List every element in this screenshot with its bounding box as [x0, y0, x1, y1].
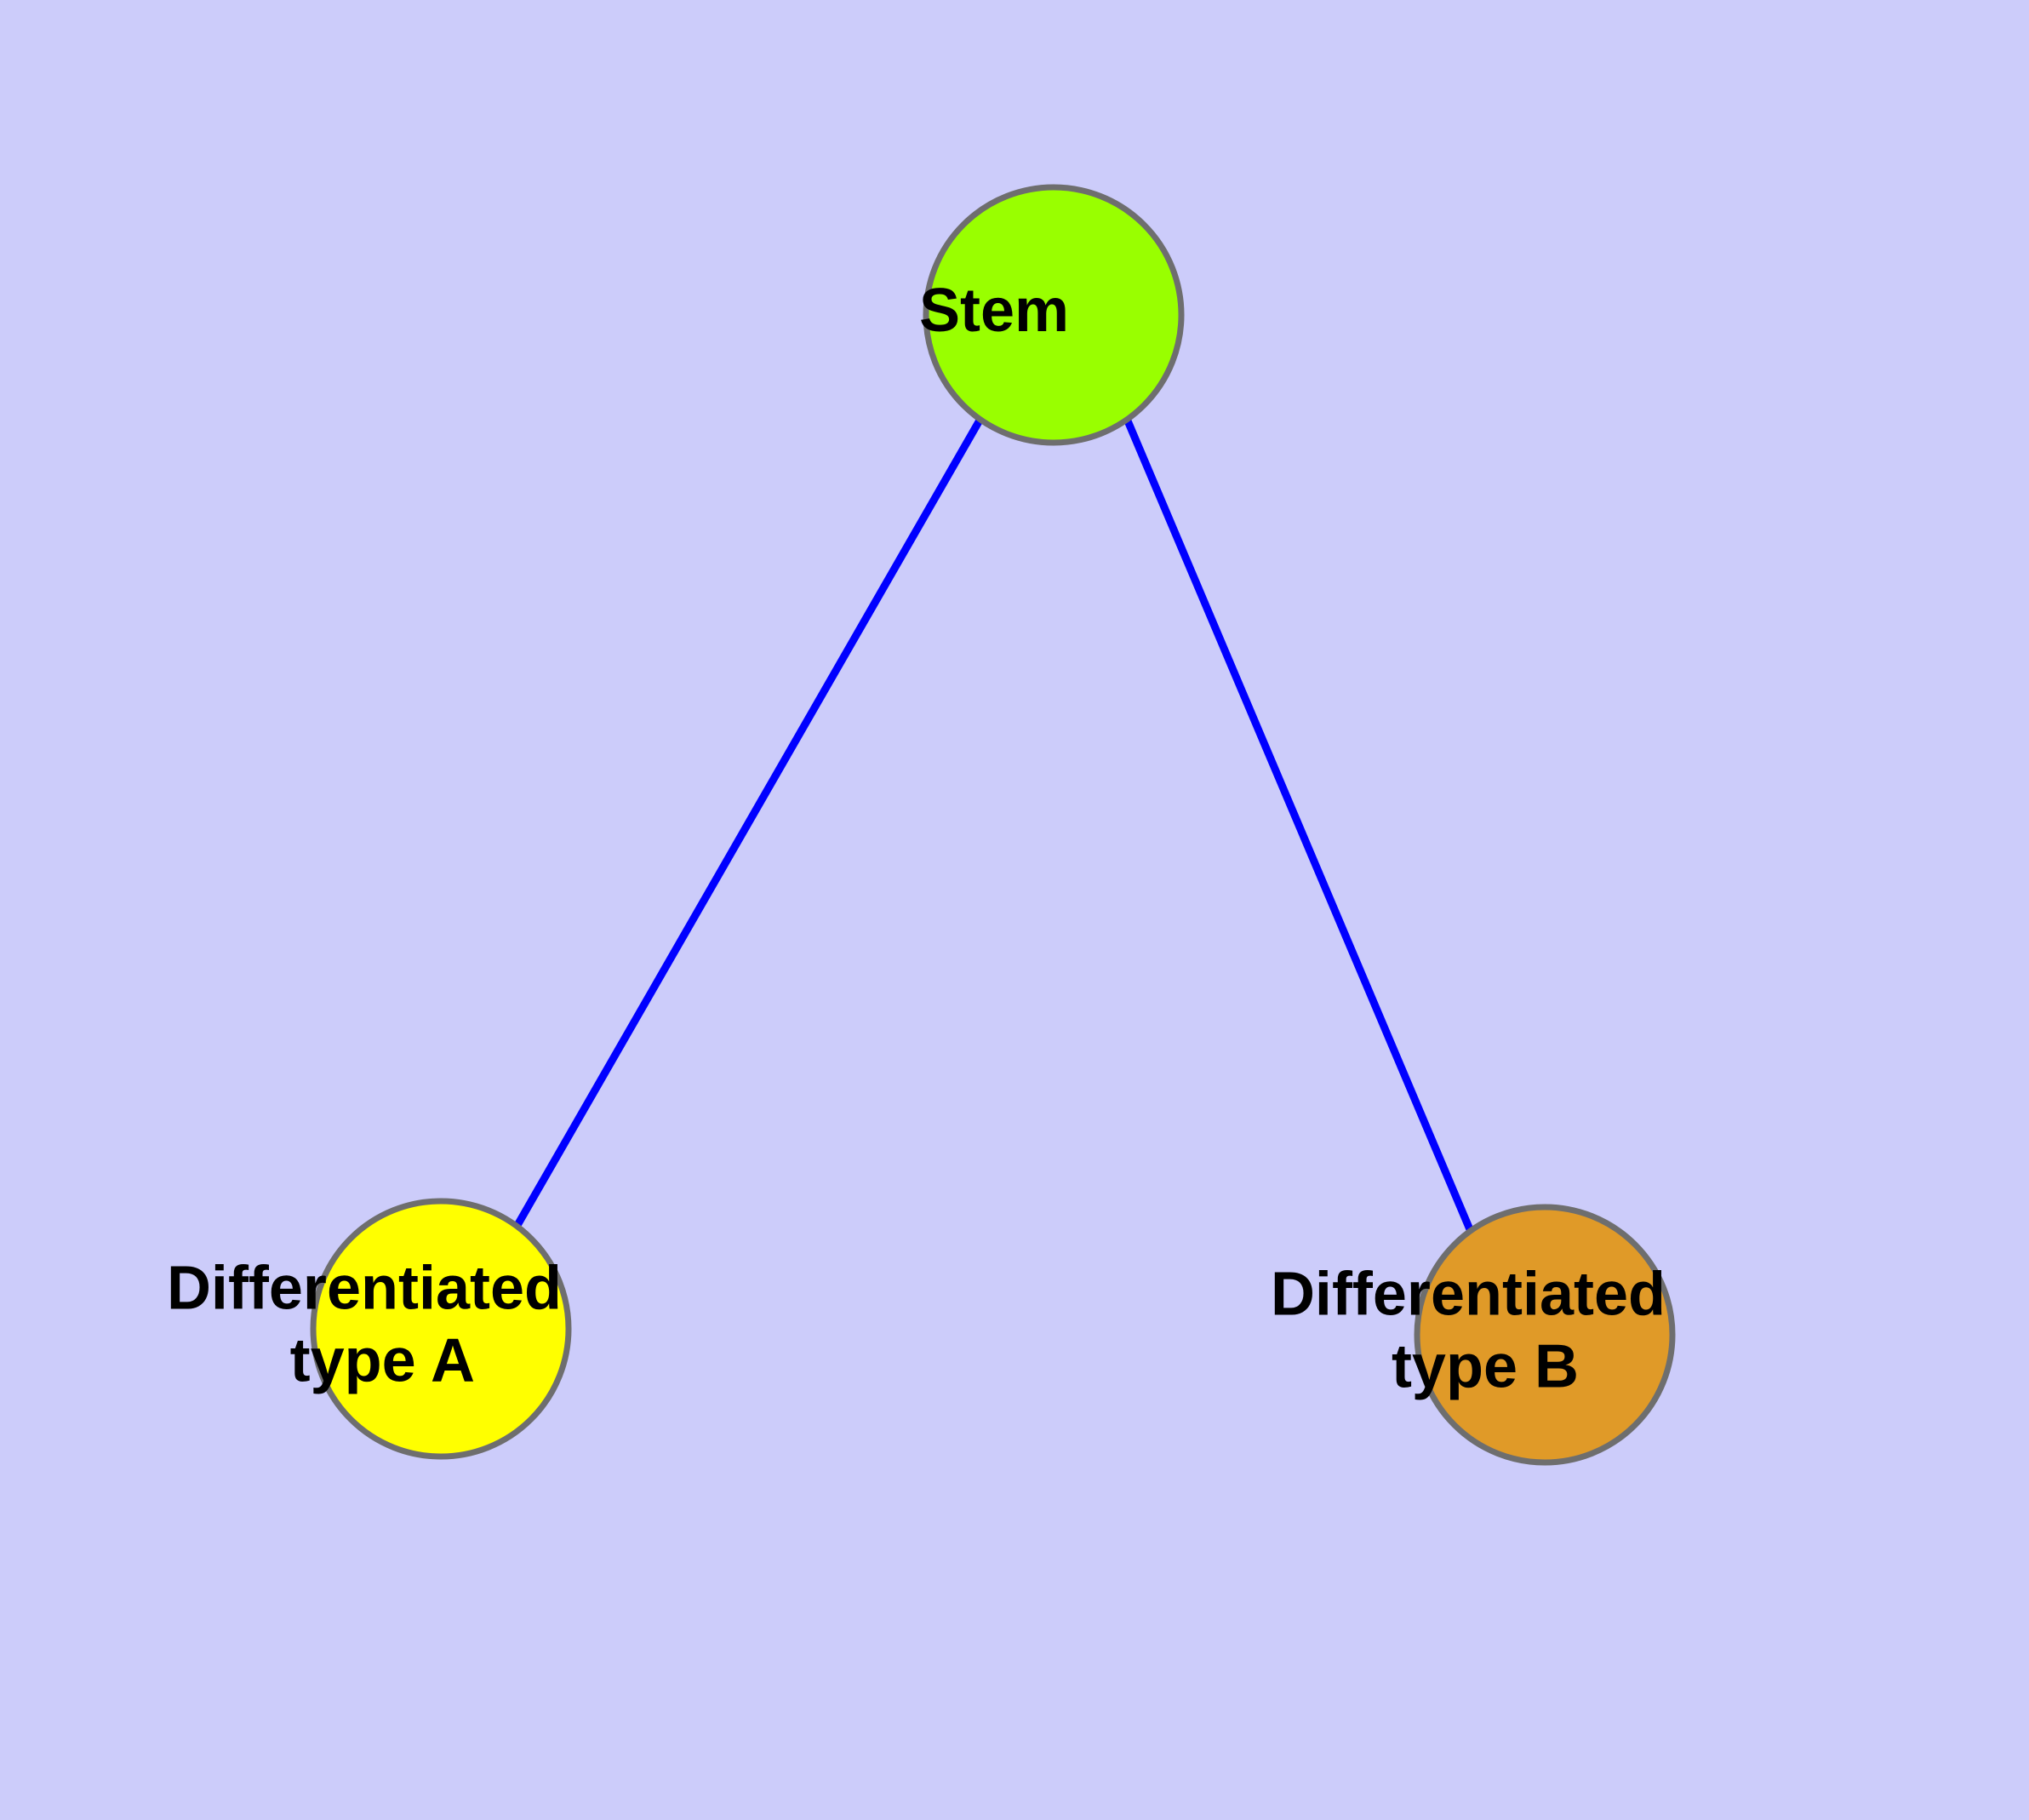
node-stem-circle[interactable] — [923, 184, 1185, 446]
edge-stem-to-diff-b[interactable] — [1123, 417, 1476, 1235]
node-diff-a[interactable] — [310, 1198, 572, 1460]
node-diff-a-label-line-1: Differentiated — [167, 1255, 562, 1323]
label-layer: Stem Differentiated type A Differentiate… — [0, 0, 1666, 1401]
node-stem-label-line-1: Stem — [919, 277, 1069, 345]
node-layer — [310, 184, 1676, 1466]
edge-layer — [513, 416, 1476, 1235]
node-diff-b-label: Differentiated type B — [1271, 1261, 1666, 1401]
node-stem-label: Stem — [0, 0, 1188, 345]
node-diff-a-circle[interactable] — [310, 1198, 572, 1460]
node-diff-a-label-line-2: type A — [290, 1326, 474, 1394]
node-diff-b[interactable] — [1414, 1204, 1676, 1466]
node-diff-b-circle[interactable] — [1414, 1204, 1676, 1466]
node-diff-b-label-line-1: Differentiated — [1271, 1261, 1666, 1329]
node-stem[interactable] — [923, 184, 1185, 446]
node-diff-b-label-line-2: type B — [1392, 1332, 1579, 1400]
node-diff-a-label: Differentiated type A — [0, 0, 715, 1394]
edge-stem-to-diff-a[interactable] — [513, 416, 984, 1229]
